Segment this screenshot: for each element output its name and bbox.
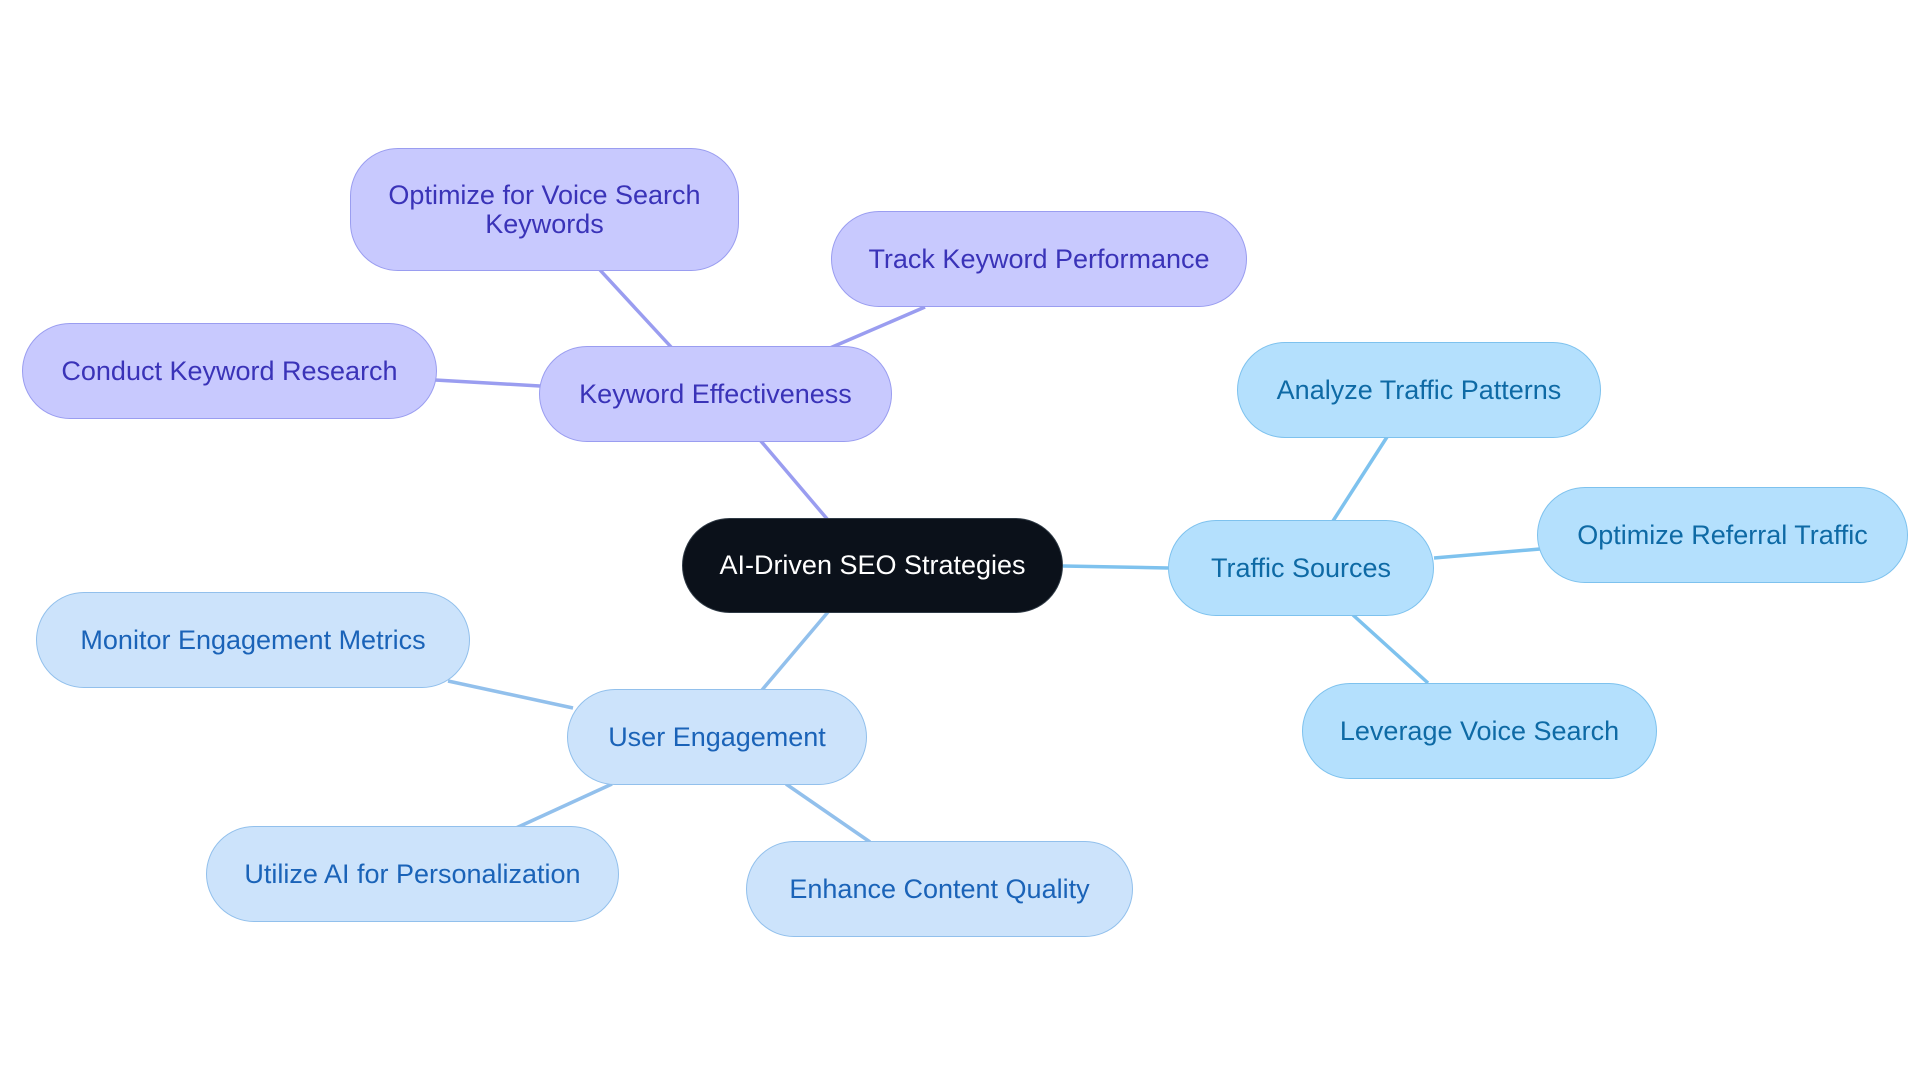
leaf-node-label: Conduct Keyword Research (61, 355, 398, 386)
leaf-node-track-keyword-performance: Track Keyword Performance (831, 211, 1247, 307)
root-node: AI-Driven SEO Strategies (682, 518, 1063, 613)
edge-engagement-monitor (447, 679, 574, 710)
leaf-node-label: Enhance Content Quality (789, 873, 1090, 904)
edge-engagement-personalization (515, 782, 613, 830)
edge-root-engagement (760, 610, 830, 692)
leaf-node-voice-search-keywords: Optimize for Voice Search Keywords (350, 148, 739, 271)
edge-keyword-track (829, 305, 926, 350)
leaf-node-monitor-engagement-metrics: Monitor Engagement Metrics (36, 592, 470, 688)
edge-root-traffic (1062, 564, 1169, 570)
edge-root-keyword (758, 438, 830, 522)
edge-traffic-referral (1433, 547, 1541, 560)
branch-node-user-engagement: User Engagement (567, 689, 867, 785)
leaf-node-label: Utilize AI for Personalization (244, 858, 581, 889)
leaf-node-label: Optimize Referral Traffic (1577, 519, 1868, 550)
leaf-node-analyze-traffic-patterns: Analyze Traffic Patterns (1237, 342, 1601, 438)
branch-node-keyword-effectiveness: Keyword Effectiveness (539, 346, 892, 442)
leaf-node-label: Leverage Voice Search (1339, 715, 1620, 746)
edge-engagement-content (785, 782, 871, 844)
leaf-node-conduct-keyword-research: Conduct Keyword Research (22, 323, 437, 419)
leaf-node-label: Track Keyword Performance (868, 243, 1210, 274)
leaf-node-utilize-ai-personalization: Utilize AI for Personalization (206, 826, 619, 922)
branch-node-label: Keyword Effectiveness (579, 378, 852, 409)
leaf-node-label: Monitor Engagement Metrics (80, 624, 426, 655)
branch-node-label: Traffic Sources (1210, 552, 1392, 583)
edge-keyword-voice-keywords (598, 268, 674, 350)
leaf-node-enhance-content-quality: Enhance Content Quality (746, 841, 1133, 937)
leaf-node-optimize-referral-traffic: Optimize Referral Traffic (1537, 487, 1908, 583)
leaf-node-leverage-voice-search: Leverage Voice Search (1302, 683, 1657, 779)
branch-node-label: User Engagement (608, 721, 826, 752)
edge-traffic-voice (1351, 613, 1430, 685)
leaf-node-label: Optimize for Voice Search Keywords (388, 180, 701, 239)
edge-traffic-analyze (1331, 436, 1389, 522)
root-node-label: AI-Driven SEO Strategies (719, 550, 1026, 581)
branch-node-traffic-sources: Traffic Sources (1168, 520, 1434, 616)
edge-keyword-research (434, 378, 541, 388)
leaf-node-label: Analyze Traffic Patterns (1276, 374, 1562, 405)
